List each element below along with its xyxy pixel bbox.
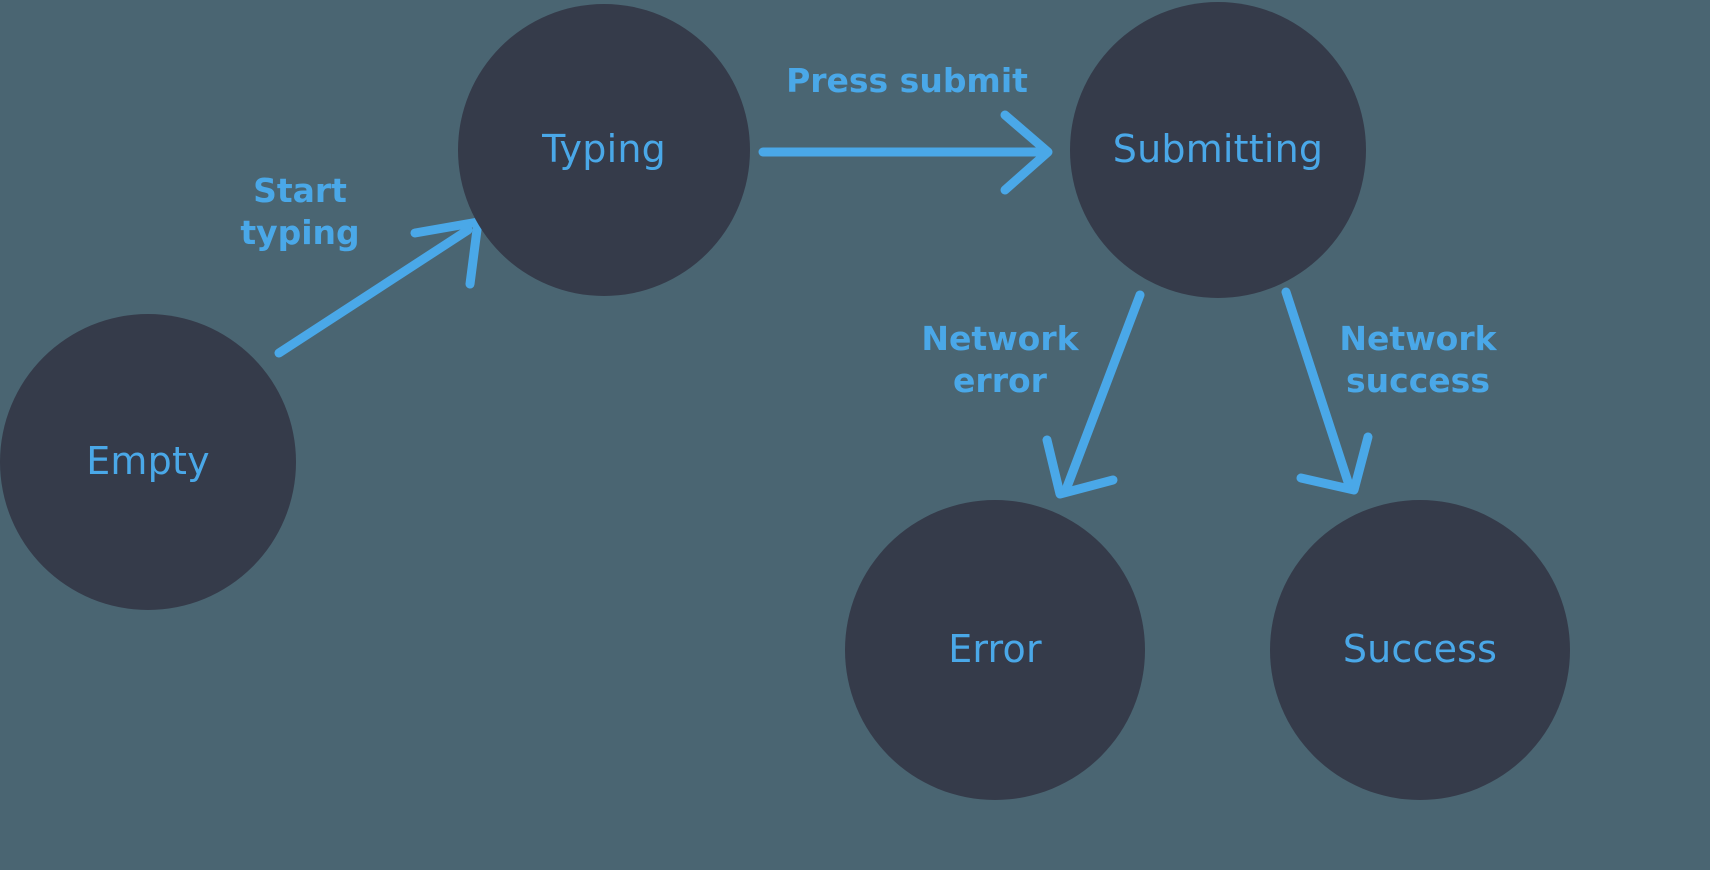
state-node-success[interactable]: Success: [1270, 500, 1570, 800]
state-node-empty[interactable]: Empty: [0, 314, 296, 610]
transition-label-press-submit: Press submit: [786, 61, 1028, 100]
transition-label-network-error: Network error: [921, 319, 1079, 401]
transition-label-network-success: Network success: [1339, 319, 1497, 401]
state-label-typing: Typing: [542, 127, 666, 172]
state-label-success: Success: [1342, 627, 1498, 672]
state-label-submitting: Submitting: [1112, 127, 1324, 172]
transition-arrow-network-success: [1281, 287, 1373, 495]
state-node-typing[interactable]: Typing: [458, 4, 750, 296]
state-label-error: Error: [948, 627, 1042, 672]
transition-arrow-network-error: [1042, 290, 1145, 499]
transition-label-start-typing: Start typing: [240, 171, 360, 253]
state-node-submitting[interactable]: Submitting: [1070, 2, 1366, 298]
transition-arrow-press-submit: [758, 110, 1053, 195]
state-node-error[interactable]: Error: [845, 500, 1145, 800]
state-label-empty: Empty: [86, 439, 210, 484]
